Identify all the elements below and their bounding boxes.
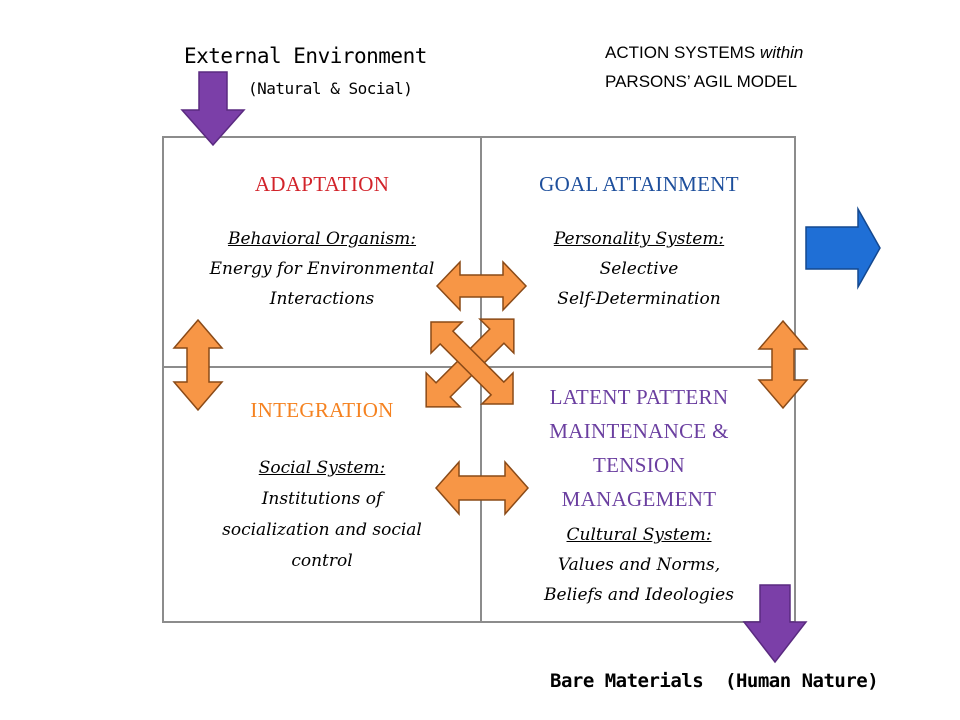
external-environment-subtitle: (Natural & Social) [248, 79, 413, 98]
model-title-line2: PARSONS’ AGIL MODEL [605, 72, 798, 91]
goal-latency-double-arrow [757, 319, 809, 410]
integration-line: socialization and social [222, 520, 422, 540]
bare-materials-down-arrow [742, 584, 808, 664]
adaptation-line: Interactions [269, 289, 375, 309]
model-title: ACTION SYSTEMS within PARSONS’ AGIL MODE… [605, 38, 803, 96]
latency-heading-line: TENSION [593, 453, 685, 477]
latency-heading-line: LATENT PATTERN [549, 385, 729, 409]
integration-line: control [291, 551, 353, 571]
goal-heading: GOAL ATTAINMENT [539, 172, 739, 196]
quadrant-integration: INTEGRATION Social System: Institutions … [164, 398, 480, 577]
integration-latency-double-arrow [434, 460, 530, 516]
quadrant-adaptation: ADAPTATION Behavioral Organism: Energy f… [164, 172, 480, 314]
latency-heading-line: MAINTENANCE & [549, 419, 729, 443]
goal-line: Self-Determination [557, 289, 721, 309]
goal-system-label: Personality System: [553, 229, 725, 249]
latency-description: Cultural System: Values and Norms, Belie… [482, 520, 796, 610]
integration-heading: INTEGRATION [250, 398, 394, 422]
external-environment-label: External Environment [184, 44, 427, 68]
latency-line: Values and Norms, [557, 555, 721, 575]
latency-system-label: Cultural System: [566, 525, 712, 545]
quadrant-latent-pattern: LATENT PATTERN MAINTENANCE & TENSION MAN… [482, 380, 796, 610]
quadrant-goal-attainment: GOAL ATTAINMENT Personality System: Sele… [482, 172, 796, 314]
adaptation-heading: ADAPTATION [254, 172, 390, 196]
adaptation-description: Behavioral Organism: Energy for Environm… [164, 224, 480, 314]
integration-description: Social System: Institutions of socializa… [164, 453, 480, 577]
integration-system-label: Social System: [258, 458, 386, 478]
goal-line: Selective [599, 259, 679, 279]
adaptation-line: Energy for Environmental [209, 259, 435, 279]
output-right-arrow [805, 206, 881, 290]
adaptation-latency-diagonal-arrow [430, 321, 514, 405]
integration-line: Institutions of [261, 489, 383, 509]
adaptation-system-label: Behavioral Organism: [227, 229, 417, 249]
latency-line: Beliefs and Ideologies [544, 585, 734, 605]
adaptation-integration-double-arrow [172, 318, 224, 412]
adaptation-goal-double-arrow [435, 260, 528, 312]
external-input-down-arrow [180, 71, 246, 147]
latency-heading-line: MANAGEMENT [561, 487, 717, 511]
bare-materials-label: Bare Materials (Human Nature) [550, 670, 879, 692]
latency-heading: LATENT PATTERN MAINTENANCE & TENSION MAN… [482, 380, 796, 516]
goal-description: Personality System: Selective Self-Deter… [482, 224, 796, 314]
model-title-line1: ACTION SYSTEMS within [605, 43, 804, 62]
